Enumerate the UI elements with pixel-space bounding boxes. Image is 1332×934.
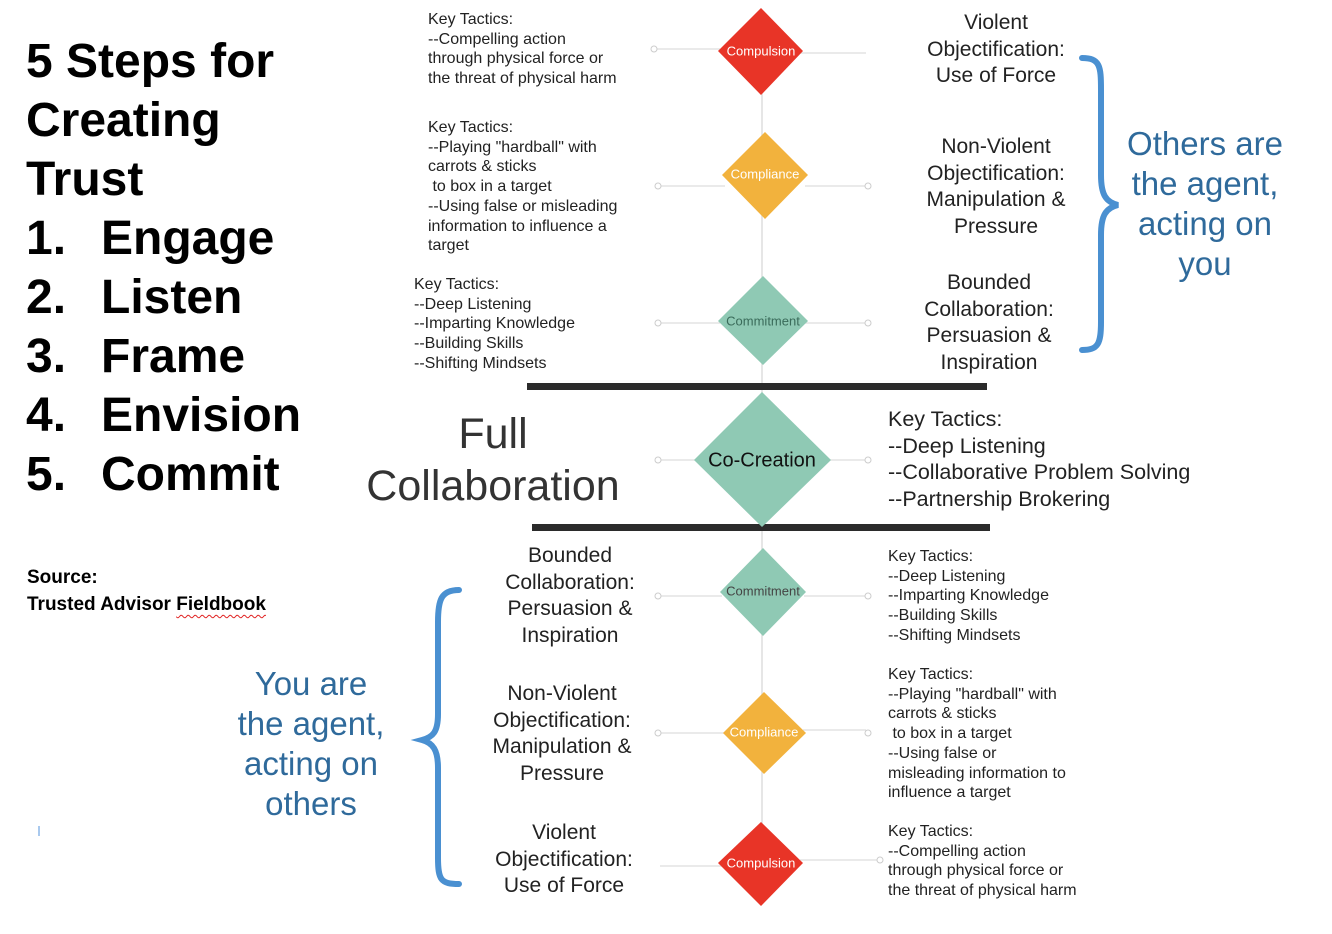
- step-number: 5.: [26, 448, 67, 501]
- step-number: 2.: [26, 271, 67, 324]
- diamond-bottom-commitment: Commitment: [720, 548, 806, 636]
- divider-top: [527, 383, 987, 390]
- divider-bottom: [532, 524, 990, 531]
- connector-bottom-commitment: [654, 592, 872, 600]
- diamond-top-compliance: Compliance: [722, 132, 808, 219]
- connector-top-compulsion: [650, 45, 866, 54]
- diamond-top-compulsion: Compulsion: [718, 8, 803, 95]
- connector-bottom-compliance: [654, 729, 872, 737]
- diamond-label: Compliance: [730, 724, 799, 739]
- step-number: 3.: [26, 330, 67, 383]
- step-item: 1. Engage: [26, 209, 301, 268]
- level-label-top-nonviolent: Non-Violent Objectification: Manipulatio…: [926, 135, 1066, 238]
- source-title: Trusted Advisor Fieldbook: [27, 591, 266, 618]
- tactics-bottom-compulsion: Key Tactics: --Compelling action through…: [888, 823, 1077, 900]
- tactics-bottom-compliance: Key Tactics: --Playing "hardball" with c…: [888, 666, 1066, 802]
- step-number: 4.: [26, 389, 67, 442]
- step-item: 3. Frame: [26, 327, 301, 386]
- source-title-prefix: Trusted Advisor: [27, 594, 177, 615]
- tactics-cocreation: Key Tactics: --Deep Listening --Collabor…: [888, 407, 1191, 511]
- text-cursor: [38, 826, 40, 836]
- diamond-label: Compliance: [731, 166, 800, 181]
- full-collaboration-label: Full Collaboration: [366, 410, 620, 510]
- diamond-label: Co-Creation: [708, 449, 816, 471]
- step-label: Commit: [101, 448, 280, 501]
- step-item: 4. Envision: [26, 386, 301, 445]
- diamond-top-commitment: Commitment: [718, 276, 808, 365]
- level-label-bottom-bounded: Bounded Collaboration: Persuasion & Insp…: [505, 544, 635, 647]
- connector-top-compliance: [654, 182, 872, 190]
- diamond-label: Commitment: [726, 583, 800, 598]
- right-curly-bracket: [1079, 55, 1119, 353]
- level-label-bottom-nonviolent: Non-Violent Objectification: Manipulatio…: [492, 682, 632, 785]
- tactics-top-compulsion: Key Tactics: --Compelling action through…: [428, 11, 617, 88]
- source-citation: Source: Trusted Advisor Fieldbook: [27, 564, 266, 618]
- steps-title-line: Trust: [26, 153, 144, 206]
- tactics-top-commitment: Key Tactics: --Deep Listening --Impartin…: [414, 276, 575, 372]
- step-label: Envision: [101, 389, 302, 442]
- tactics-top-compliance: Key Tactics: --Playing "hardball" with c…: [428, 119, 618, 255]
- tactics-bottom-commitment: Key Tactics: --Deep Listening --Impartin…: [888, 548, 1049, 644]
- level-label-top-bounded: Bounded Collaboration: Persuasion & Insp…: [924, 271, 1054, 374]
- connector-cocreation: [654, 456, 872, 464]
- level-label-bottom-violent: Violent Objectification: Use of Force: [495, 821, 633, 897]
- source-label: Source:: [27, 567, 98, 588]
- diamond-cocreation: Co-Creation: [694, 392, 831, 527]
- diamond-label: Commitment: [726, 313, 800, 328]
- left-curly-bracket: [410, 587, 462, 887]
- level-label-top-violent: Violent Objectification: Use of Force: [927, 11, 1065, 87]
- steps-title-line: Creating: [26, 94, 221, 147]
- steps-title-line: 5 Steps for: [26, 35, 275, 88]
- connector-top-commitment: [654, 319, 872, 327]
- step-label: Engage: [101, 212, 275, 265]
- steps-panel: 5 Steps for Creating Trust 1. Engage 2. Li…: [26, 32, 301, 504]
- step-label: Frame: [101, 330, 246, 383]
- step-item: 2. Listen: [26, 268, 301, 327]
- step-number: 1.: [26, 212, 67, 265]
- diamond-bottom-compliance: Compliance: [723, 692, 806, 774]
- diamond-label: Compulsion: [727, 43, 796, 58]
- diamond-label: Compulsion: [727, 855, 796, 870]
- diamond-bottom-compulsion: Compulsion: [718, 822, 803, 906]
- step-item: 5. Commit: [26, 445, 301, 504]
- spellcheck-flagged-word[interactable]: Fieldbook: [176, 594, 266, 615]
- step-label: Listen: [101, 271, 243, 324]
- connector-bottom-compulsion: [660, 856, 884, 867]
- you-are-agent-text: You are the agent, acting on others: [237, 665, 385, 822]
- others-are-agent-text: Others are the agent, acting on you: [1127, 125, 1283, 282]
